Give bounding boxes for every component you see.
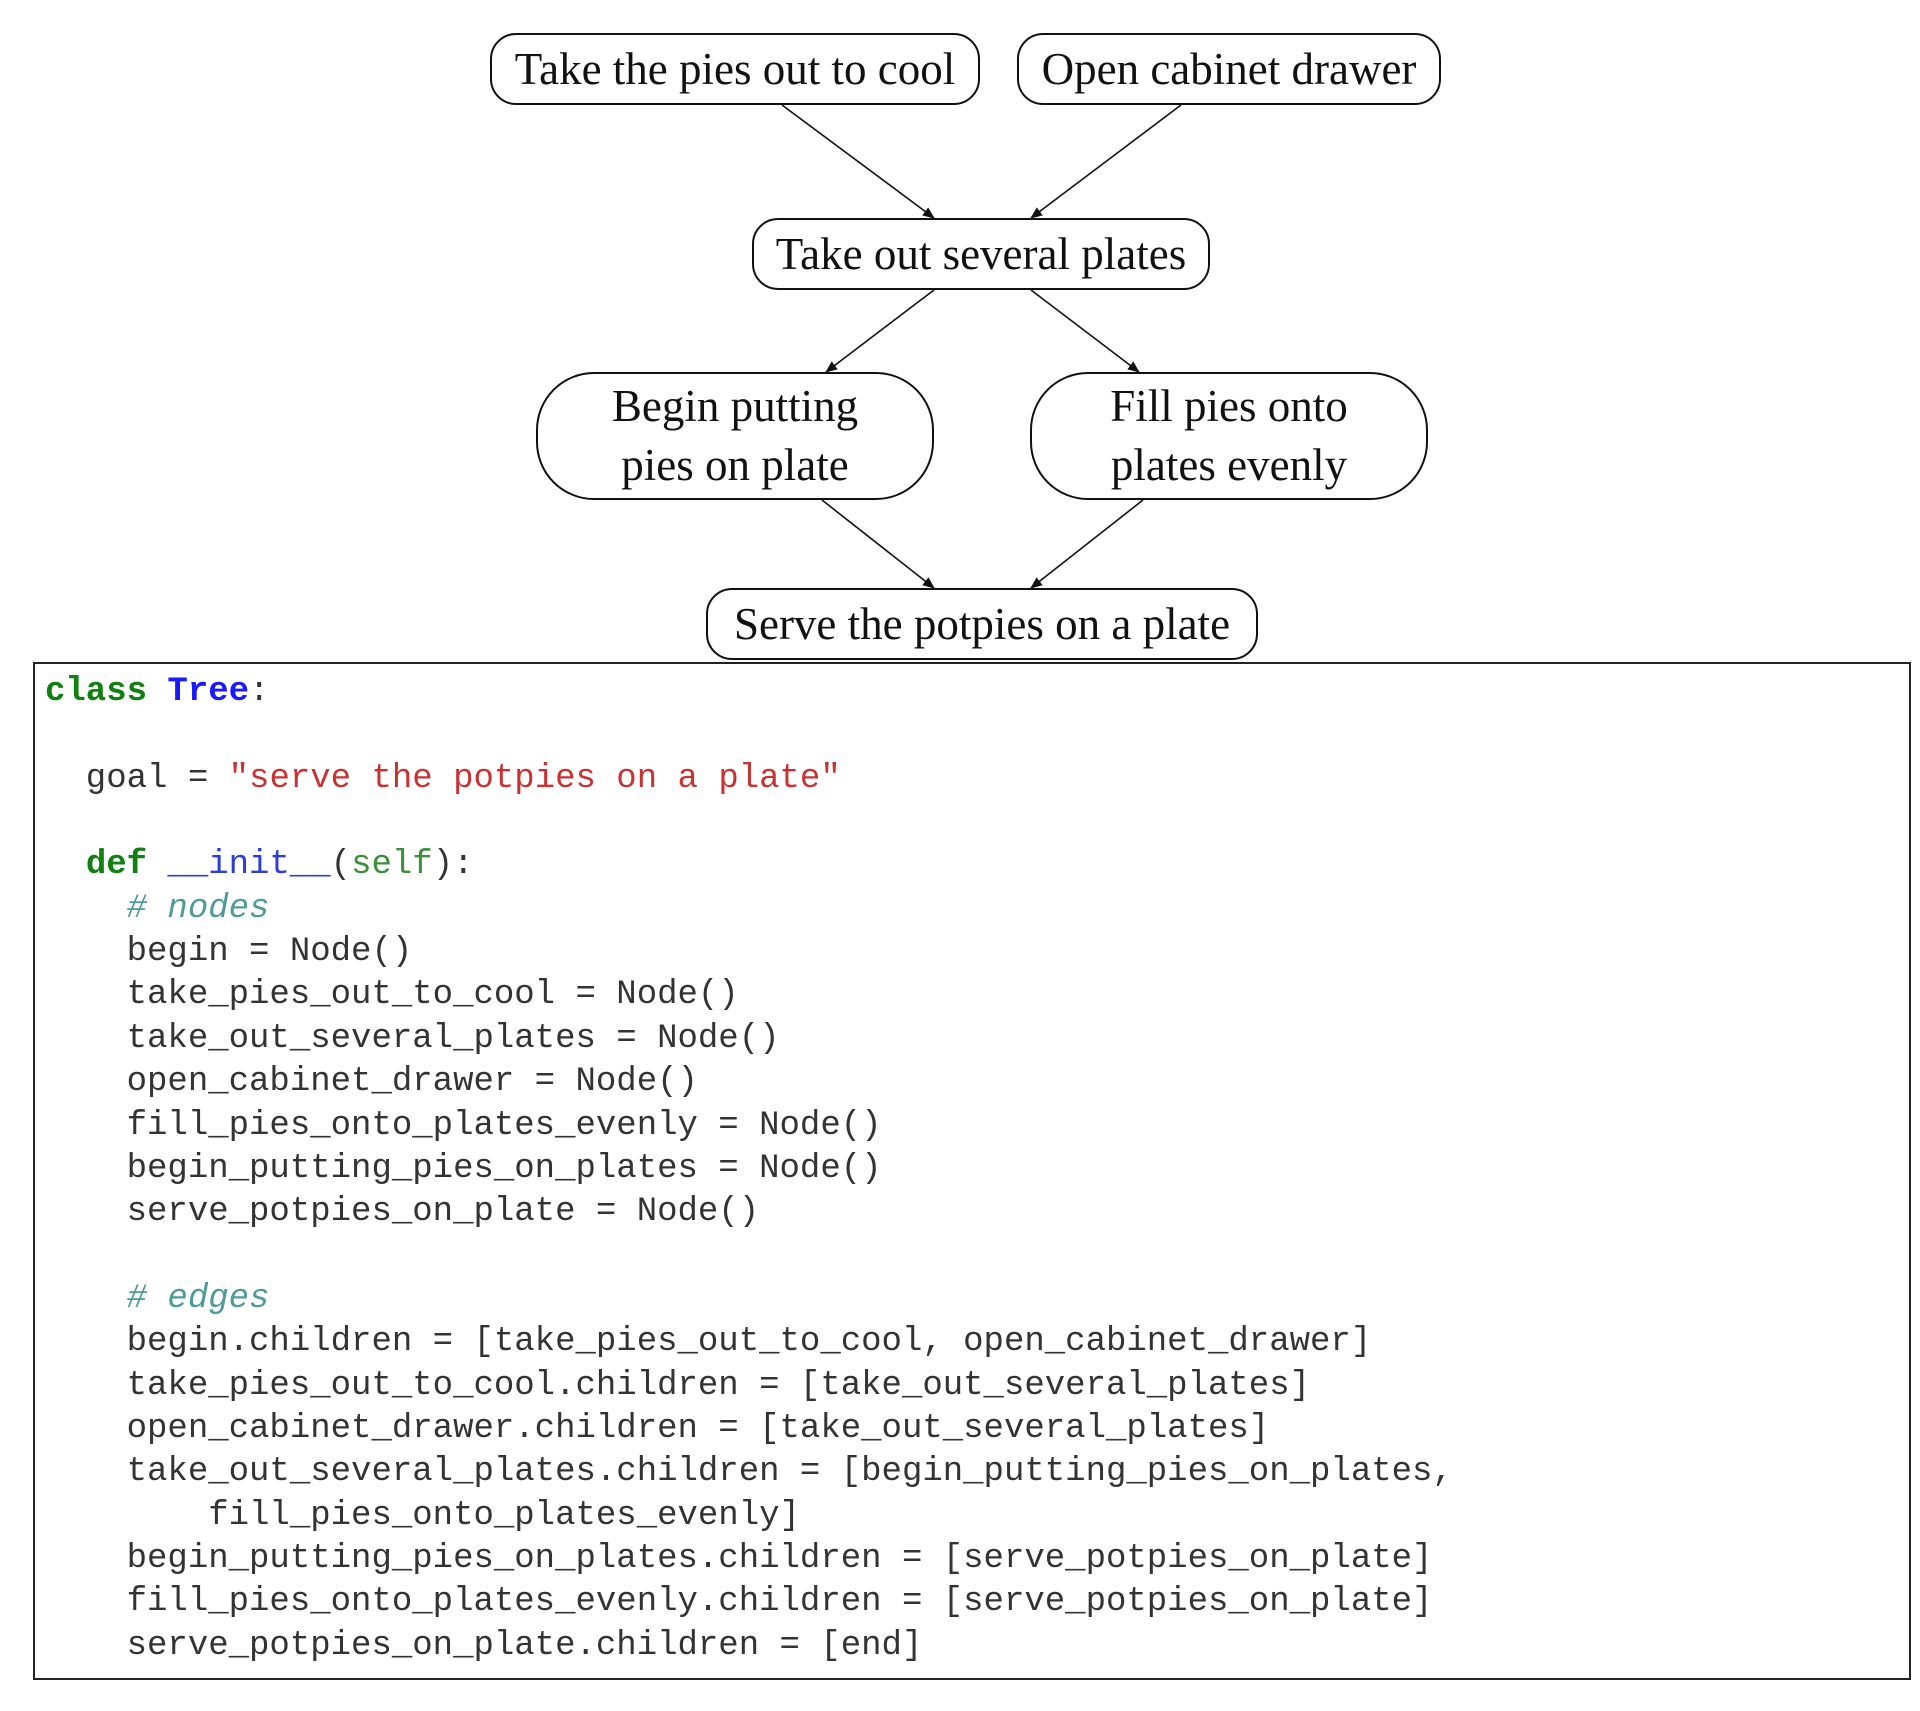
code-token bbox=[45, 846, 86, 884]
code-token: fill_pies_onto_plates_evenly.children = … bbox=[45, 1583, 1433, 1622]
code-token: take_out_several_plates.children = [begi… bbox=[45, 1453, 1453, 1492]
flowchart-edges bbox=[781, 104, 1182, 589]
code-line: begin = Node() bbox=[45, 932, 413, 972]
code-token: open_cabinet_drawer.children = [take_out… bbox=[45, 1409, 1270, 1448]
code-token bbox=[45, 890, 127, 928]
edge-arrow-take-out-several-plates-to-begin-putting-pies-on-plate bbox=[825, 289, 935, 373]
code-line: begin_putting_pies_on_plates = Node() bbox=[45, 1149, 882, 1189]
node-label-line: Serve the potpies on a plate bbox=[733, 598, 1231, 649]
code-token: begin_putting_pies_on_plates = Node() bbox=[45, 1149, 882, 1188]
code-token: class bbox=[45, 673, 168, 711]
code-token: ): bbox=[432, 846, 474, 885]
node-label: Fill pies onto plates evenly bbox=[1110, 377, 1348, 495]
code-token: take_out_several_plates = Node() bbox=[45, 1019, 780, 1058]
code-token: ( bbox=[330, 846, 352, 885]
code-token: __init__ bbox=[167, 846, 331, 885]
node-label-line: Fill pies onto bbox=[1110, 381, 1348, 431]
edge-arrow-take-pies-out-to-cool-to-take-out-several-plates bbox=[781, 104, 935, 219]
code-line: def __init__(self): bbox=[45, 845, 474, 885]
code-line: serve_potpies_on_plate = Node() bbox=[45, 1192, 760, 1232]
node-take-pies-out-to-cool: Take the pies out to cool bbox=[490, 33, 980, 105]
node-label: Take the pies out to cool bbox=[515, 40, 956, 99]
code-line: fill_pies_onto_plates_evenly = Node() bbox=[45, 1106, 882, 1146]
code-line: goal = "serve the potpies on a plate" bbox=[45, 759, 841, 799]
code-token: self bbox=[351, 846, 433, 885]
node-take-out-several-plates: Take out several plates bbox=[752, 218, 1210, 290]
code-line: take_out_several_plates.children = [begi… bbox=[45, 1452, 1453, 1492]
node-label: Serve the potpies on a plate bbox=[734, 595, 1230, 654]
node-label: Open cabinet drawer bbox=[1042, 40, 1417, 99]
code-token: # edges bbox=[126, 1279, 270, 1318]
code-line: fill_pies_onto_plates_evenly.children = … bbox=[45, 1582, 1433, 1622]
code-line: take_pies_out_to_cool = Node() bbox=[45, 975, 739, 1015]
node-label-line: Take the pies out to cool bbox=[514, 43, 956, 94]
code-token: goal = bbox=[45, 759, 229, 798]
node-label: Begin putting pies on plate bbox=[612, 377, 858, 495]
code-token: take_pies_out_to_cool.children = [take_o… bbox=[45, 1366, 1311, 1405]
node-label-line: pies on plate bbox=[621, 440, 849, 490]
code-token: : bbox=[249, 673, 270, 711]
edge-arrow-open-cabinet-drawer-to-take-out-several-plates bbox=[1030, 104, 1182, 219]
code-token: serve_potpies_on_plate.children = [end] bbox=[45, 1626, 923, 1665]
code-token: serve_potpies_on_plate = Node() bbox=[45, 1193, 760, 1232]
code-token: Tree bbox=[167, 673, 250, 711]
code-line: # nodes bbox=[45, 889, 270, 929]
code-line: class Tree: bbox=[45, 672, 269, 712]
node-serve-potpies-on-plate: Serve the potpies on a plate bbox=[706, 588, 1258, 660]
code-token: open_cabinet_drawer = Node() bbox=[45, 1063, 698, 1102]
code-token: fill_pies_onto_plates_evenly] bbox=[45, 1496, 800, 1535]
code-token: begin = Node() bbox=[45, 933, 413, 972]
code-line: open_cabinet_drawer.children = [take_out… bbox=[45, 1409, 1270, 1449]
code-line: open_cabinet_drawer = Node() bbox=[45, 1062, 698, 1102]
code-line: # edges bbox=[45, 1279, 270, 1319]
edge-arrow-fill-pies-onto-plates-evenly-to-serve-potpies-on-plate bbox=[1030, 499, 1144, 589]
node-label-line: Open cabinet drawer bbox=[1041, 43, 1417, 94]
code-token: take_pies_out_to_cool = Node() bbox=[45, 976, 739, 1015]
code-token bbox=[45, 1280, 127, 1318]
code-line: begin_putting_pies_on_plates.children = … bbox=[45, 1539, 1433, 1579]
flowchart: Take the pies out to cool Open cabinet d… bbox=[0, 0, 1920, 665]
code-line: fill_pies_onto_plates_evenly] bbox=[45, 1496, 800, 1536]
code-line: begin.children = [take_pies_out_to_cool,… bbox=[45, 1322, 1372, 1362]
code-listing: class Tree: goal = "serve the potpies on… bbox=[33, 662, 1911, 1680]
code-token: begin_putting_pies_on_plates.children = … bbox=[45, 1540, 1433, 1578]
node-label-line: plates evenly bbox=[1110, 440, 1348, 490]
node-open-cabinet-drawer: Open cabinet drawer bbox=[1017, 33, 1441, 105]
node-begin-putting-pies-on-plate: Begin putting pies on plate bbox=[536, 372, 934, 500]
node-fill-pies-onto-plates-evenly: Fill pies onto plates evenly bbox=[1030, 372, 1428, 500]
code-token bbox=[147, 846, 167, 884]
code-line: serve_potpies_on_plate.children = [end] bbox=[45, 1626, 923, 1666]
edge-arrow-take-out-several-plates-to-fill-pies-onto-plates-evenly bbox=[1030, 289, 1140, 373]
code-token: # nodes bbox=[126, 889, 270, 928]
edge-arrow-begin-putting-pies-on-plate-to-serve-potpies-on-plate bbox=[821, 499, 935, 589]
code-line: take_pies_out_to_cool.children = [take_o… bbox=[45, 1366, 1310, 1406]
code-token: def bbox=[85, 846, 148, 885]
code-line: take_out_several_plates = Node() bbox=[45, 1019, 780, 1059]
node-label-line: Begin putting bbox=[611, 381, 859, 431]
node-label: Take out several plates bbox=[776, 225, 1186, 284]
code-token: begin.children = [take_pies_out_to_cool,… bbox=[45, 1323, 1372, 1362]
code-token: "serve the potpies on a plate" bbox=[228, 759, 841, 798]
node-label-line: Take out several plates bbox=[775, 228, 1187, 279]
code-token: fill_pies_onto_plates_evenly = Node() bbox=[45, 1106, 882, 1145]
